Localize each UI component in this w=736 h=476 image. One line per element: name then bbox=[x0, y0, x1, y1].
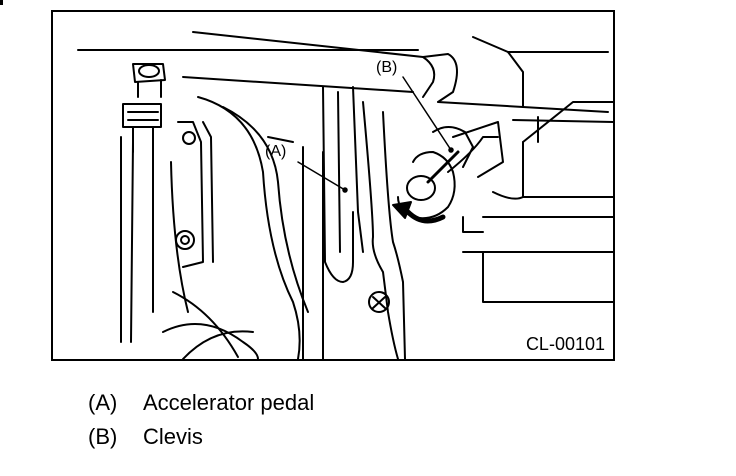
rotation-arrow bbox=[392, 201, 446, 224]
crossbar bbox=[77, 31, 458, 103]
pedal-arm bbox=[322, 86, 406, 359]
corner-mark bbox=[0, 0, 3, 5]
line-drawing bbox=[77, 31, 613, 359]
callout-a: (A) bbox=[265, 143, 287, 160]
pedal-illustration: (A) (B) CL-00101 bbox=[51, 10, 615, 361]
legend-item-b: (B) Clevis bbox=[88, 426, 314, 460]
right-structure bbox=[437, 36, 613, 303]
legend-item-a: (A) Accelerator pedal bbox=[88, 392, 314, 426]
figure-code: CL-00101 bbox=[525, 334, 605, 354]
left-bracket bbox=[120, 121, 214, 343]
legend-key: (B) bbox=[88, 424, 118, 449]
upper-nut bbox=[132, 63, 166, 98]
housing bbox=[162, 96, 324, 359]
legend: (A) Accelerator pedal (B) Clevis bbox=[88, 392, 314, 460]
legend-key: (A) bbox=[88, 390, 118, 415]
legend-label: Accelerator pedal bbox=[143, 390, 315, 415]
clevis bbox=[397, 121, 504, 220]
lower-nut bbox=[122, 103, 162, 153]
legend-label: Clevis bbox=[143, 424, 203, 449]
leader-lines bbox=[297, 76, 454, 193]
callout-b: (B) bbox=[376, 59, 398, 76]
